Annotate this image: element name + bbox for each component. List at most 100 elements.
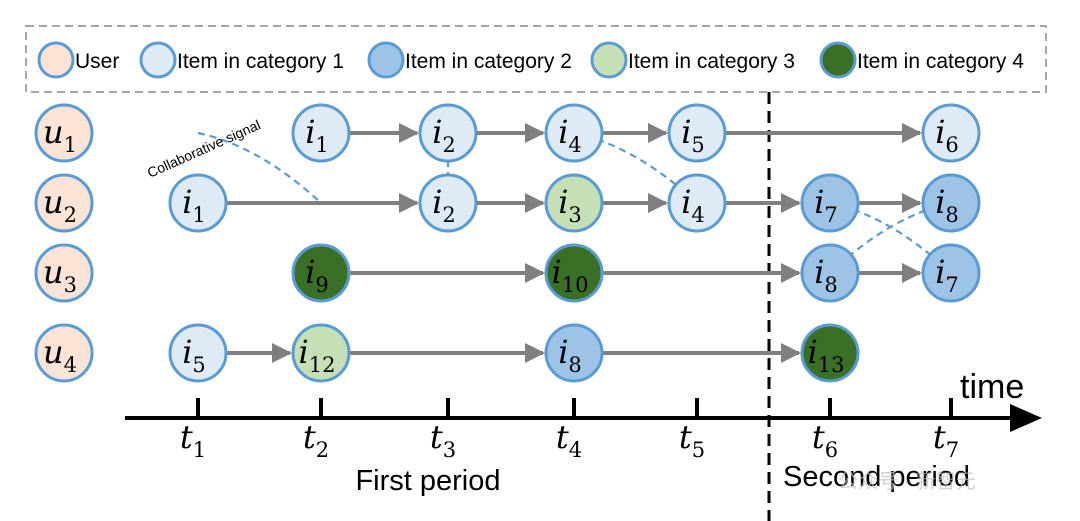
item-label-sub: 5 <box>691 133 704 157</box>
user-label-base: u <box>43 333 64 371</box>
item-label-base: i <box>935 183 945 221</box>
time-tick-label: t6 <box>812 418 838 462</box>
time-tick-label: t7 <box>933 418 959 462</box>
item-circle <box>800 323 860 383</box>
item-label-sub: 9 <box>315 273 328 297</box>
item-label-sub: 8 <box>945 203 958 227</box>
item-label-sub: 7 <box>945 273 958 297</box>
item-node-i2: i2 <box>418 103 478 163</box>
item-node-i13: i13 <box>800 323 860 383</box>
item-label-base: i <box>558 183 568 221</box>
item-label: i6 <box>935 113 959 157</box>
time-tick-base: t <box>430 418 443 456</box>
item-circle <box>800 243 860 303</box>
item-label: i3 <box>558 183 582 227</box>
item-label: i12 <box>299 333 336 377</box>
item-circle <box>544 323 604 383</box>
item-label-sub: 8 <box>568 353 581 377</box>
item-label-base: i <box>558 333 568 371</box>
user-label-sub: 3 <box>64 273 77 297</box>
user-label-sub: 2 <box>64 203 77 227</box>
legend: User Item in category 1 Item in category… <box>25 25 1047 93</box>
legend-cat4: Item in category 4 <box>819 41 1024 79</box>
item-label: i4 <box>558 113 582 157</box>
item-node-i5: i5 <box>667 103 727 163</box>
user-label-base: u <box>43 183 64 221</box>
user-circle <box>34 173 94 233</box>
item-label-sub: 1 <box>192 203 205 227</box>
legend-cat3: Item in category 3 <box>590 41 795 79</box>
item-label: i8 <box>814 253 838 297</box>
item-node-i8: i8 <box>544 323 604 383</box>
legend-cat4-label: Item in category 4 <box>857 50 1024 73</box>
item-label-base: i <box>558 113 568 151</box>
legend-cat2: Item in category 2 <box>367 41 572 79</box>
item-circle <box>291 103 351 163</box>
time-axis-arrowhead <box>1010 404 1042 432</box>
item-label-base: i <box>681 183 691 221</box>
first-period-label: First period <box>355 465 500 497</box>
time-tick-label: t4 <box>556 418 582 462</box>
item-label-base: i <box>432 183 442 221</box>
item-node-i8: i8 <box>800 243 860 303</box>
second-period-label: Second period <box>783 461 970 493</box>
time-tick-sub: 6 <box>825 438 838 462</box>
item-label: i8 <box>558 333 582 377</box>
item-circle <box>667 173 727 233</box>
user-label-base: u <box>43 113 64 151</box>
time-tick-sub: 5 <box>692 438 705 462</box>
time-tick-sub: 7 <box>946 438 959 462</box>
item-circle <box>921 103 981 163</box>
item-label-base: i <box>935 253 945 291</box>
item-circle <box>168 173 228 233</box>
time-label: time <box>960 368 1024 406</box>
item-circle <box>291 323 351 383</box>
item-node-i3: i3 <box>544 173 604 233</box>
item-label-sub: 10 <box>562 273 589 297</box>
item-node-i7: i7 <box>921 243 981 303</box>
user-node-u2: u2 <box>34 173 94 233</box>
user-circle <box>34 323 94 383</box>
time-tick-base: t <box>303 418 316 456</box>
legend-user-label: User <box>75 50 119 73</box>
time-tick-label: t3 <box>430 418 456 462</box>
item-label-base: i <box>305 253 315 291</box>
item-node-i12: i12 <box>291 323 351 383</box>
item-label-sub: 2 <box>442 133 455 157</box>
collaborative-link <box>197 131 322 204</box>
time-tick-base: t <box>679 418 692 456</box>
item-label: i1 <box>305 113 329 157</box>
legend-cat3-label: Item in category 3 <box>628 50 795 73</box>
item-circle <box>168 323 228 383</box>
item-label: i1 <box>182 183 206 227</box>
item-label-sub: 4 <box>568 133 581 157</box>
item-circle <box>544 173 604 233</box>
item-label: i4 <box>681 183 705 227</box>
item-label: i7 <box>935 253 959 297</box>
item-label-sub: 1 <box>315 133 328 157</box>
item-label-sub: 8 <box>824 273 837 297</box>
user-node-u4: u4 <box>34 323 94 383</box>
item-circle <box>291 243 351 303</box>
watermark: 公众号 · 新智元 <box>838 470 976 493</box>
user-label: u4 <box>43 333 77 377</box>
item-node-i4: i4 <box>544 103 604 163</box>
time-tick-base: t <box>556 418 569 456</box>
item-node-i6: i6 <box>921 103 981 163</box>
item-label: i10 <box>552 253 589 297</box>
time-tick-sub: 4 <box>569 438 582 462</box>
item-label-base: i <box>305 113 315 151</box>
item-circle <box>667 103 727 163</box>
user-circle <box>34 103 94 163</box>
item-label: i7 <box>814 183 838 227</box>
item-label-sub: 2 <box>442 203 455 227</box>
item-label-base: i <box>299 333 309 371</box>
time-tick-label: t2 <box>303 418 329 462</box>
time-tick-base: t <box>812 418 825 456</box>
time-tick-base: t <box>180 418 193 456</box>
item-label-base: i <box>808 333 818 371</box>
item-node-i10: i10 <box>544 243 604 303</box>
item-label: i2 <box>432 183 456 227</box>
